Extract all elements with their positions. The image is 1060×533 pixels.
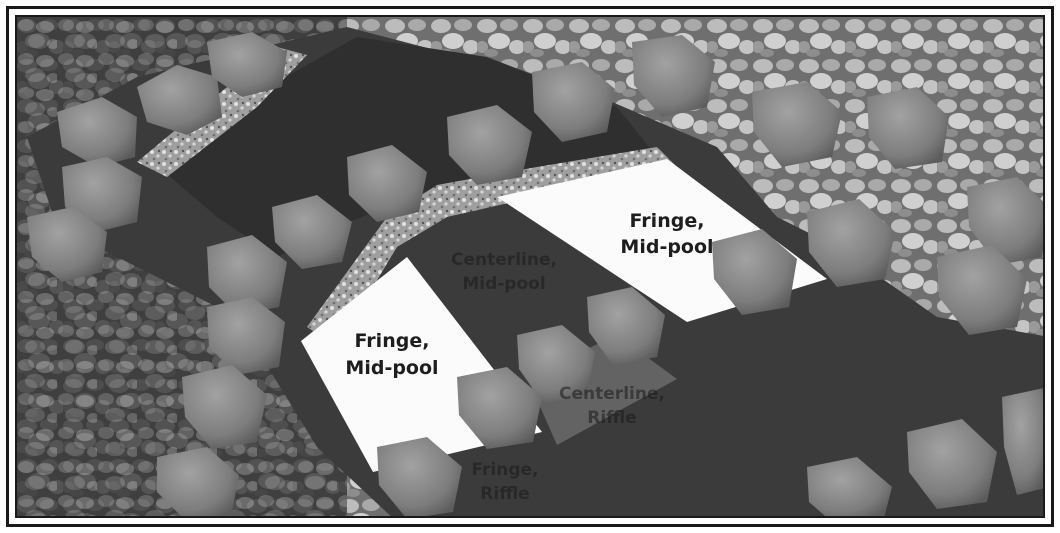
label-fringe-midpool-left-1: Fringe, — [355, 330, 430, 352]
label-centerline-midpool-1: Centerline, — [451, 250, 557, 270]
stream-habitat-photo: Fringe, Mid-pool Fringe, Mid-pool Center… — [17, 17, 1045, 518]
label-centerline-midpool-2: Mid-pool — [462, 274, 545, 294]
photo-frame: Fringe, Mid-pool Fringe, Mid-pool Center… — [6, 6, 1054, 527]
label-fringe-riffle-1: Fringe, — [472, 460, 539, 480]
label-fringe-midpool-right-2: Mid-pool — [620, 236, 713, 258]
label-fringe-midpool-left-2: Mid-pool — [345, 357, 438, 379]
label-centerline-riffle-2: Riffle — [587, 408, 636, 428]
label-centerline-riffle-1: Centerline, — [559, 384, 665, 404]
photo-area: Fringe, Mid-pool Fringe, Mid-pool Center… — [15, 15, 1045, 518]
label-fringe-riffle-2: Riffle — [480, 484, 529, 504]
label-fringe-midpool-right-1: Fringe, — [630, 210, 705, 232]
